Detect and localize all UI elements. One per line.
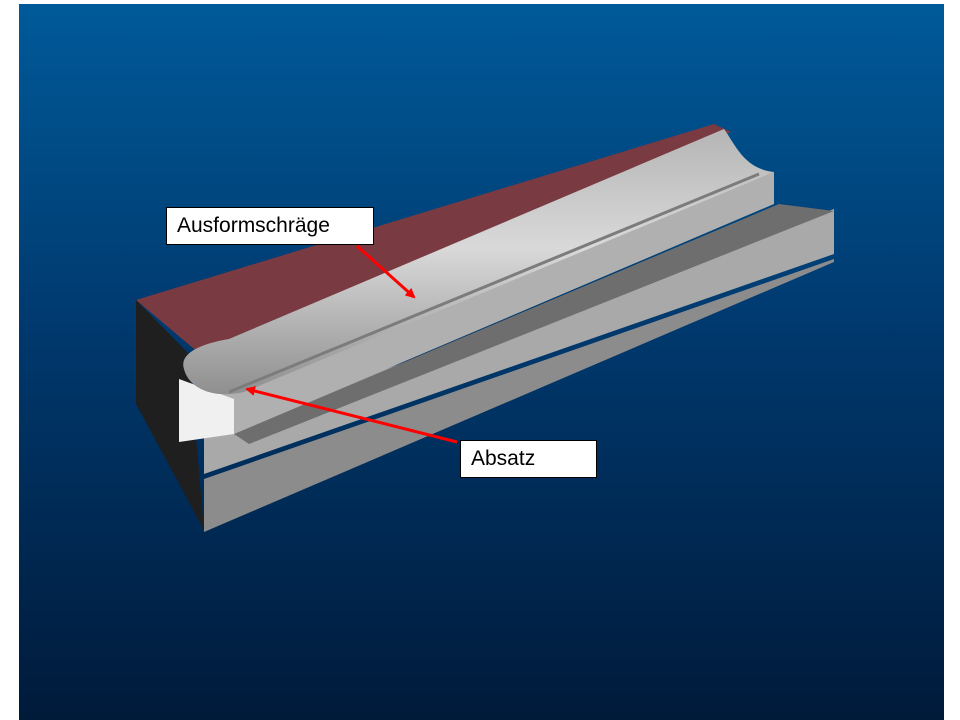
draft-ridge xyxy=(183,129,775,395)
part-front-lower-face xyxy=(204,259,834,532)
callout-step: Absatz xyxy=(460,440,597,478)
3d-part-model xyxy=(136,124,834,532)
arrow-draft-angle xyxy=(355,244,416,299)
arrow-step xyxy=(245,386,458,444)
part-front-face xyxy=(204,209,834,474)
step-front-face xyxy=(202,172,774,434)
cad-viewport: Ausformschräge Absatz xyxy=(19,4,944,720)
mold-surface xyxy=(136,124,731,359)
part-end-face xyxy=(179,379,234,442)
step-top-surface xyxy=(234,204,834,444)
callout-draft-angle: Ausformschräge xyxy=(166,207,374,245)
draft-ridge-shadow-line xyxy=(228,172,760,394)
